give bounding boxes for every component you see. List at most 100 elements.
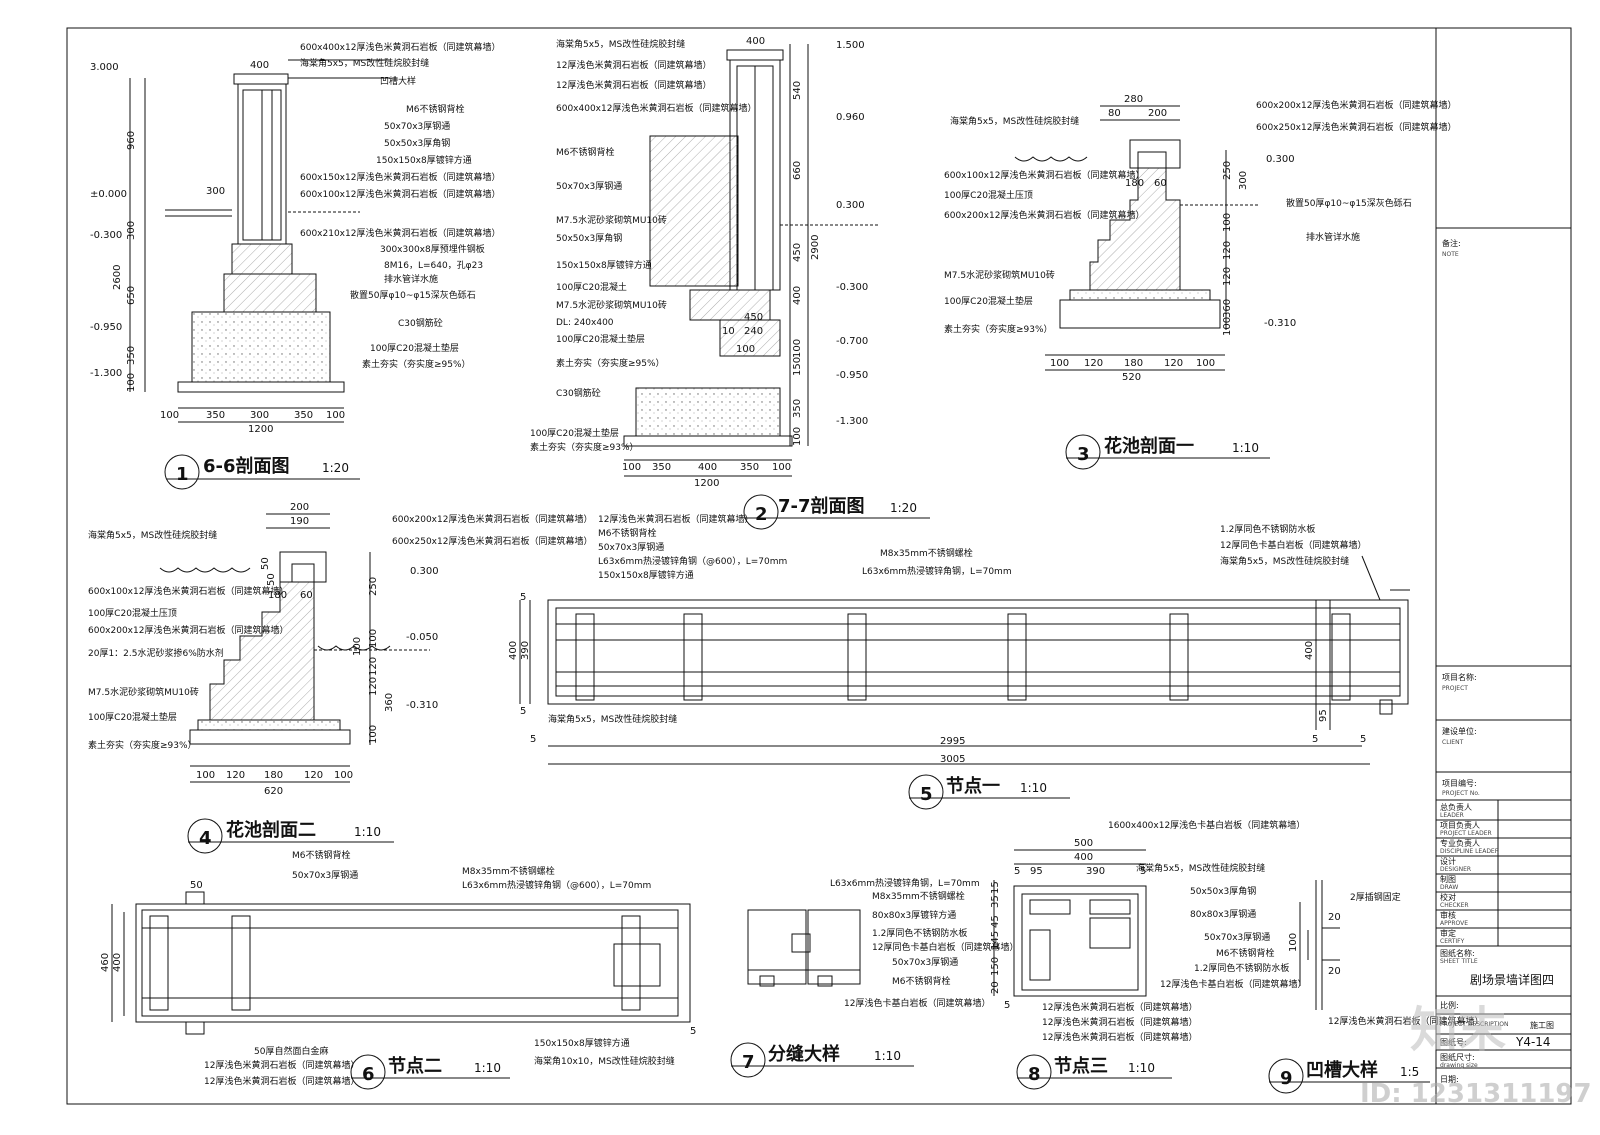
sheet-border: [66, 27, 1572, 1105]
d2-note-4: 600x400x12厚浅色米黄洞石岩板（同建筑幕墙）: [556, 102, 756, 114]
detail-1-title: 1 6-6剖面图 1:20: [164, 454, 360, 490]
d6-vdim-2: 400: [112, 953, 123, 972]
d5-vdim-7: 5: [1312, 734, 1318, 745]
detail-7-joint: [747, 909, 861, 987]
d4-vdim-4: 120: [368, 657, 379, 676]
d8-note-3: 50x50x3厚角钢: [1190, 885, 1256, 897]
d3-vdim-6: 360: [1222, 299, 1233, 318]
d3-level-2: -0.310: [1264, 318, 1296, 329]
tb-projno-label: 项目编号:: [1442, 778, 1477, 788]
d5-note-7: L63x6mm热浸镀锌角钢，L=70mm: [862, 565, 1012, 577]
detail-8-title: 8 节点三 1:10: [1016, 1054, 1172, 1090]
d3-vdim-3: 100: [1222, 213, 1233, 232]
d6-notes: M6不锈钢背栓 50x70x3厚钢通 M8x35mm不锈钢螺栓 L63x6mm热…: [204, 849, 675, 1087]
d6-note-8: 150x150x8厚镀锌方通: [534, 1037, 630, 1049]
d1-note-11: 300x300x8厚预埋件钢板: [380, 243, 485, 255]
d7-note-3: 80x80x3厚镀锌方通: [872, 909, 956, 921]
d5-vdim-3: 5: [520, 592, 526, 603]
d8-vdim-1: 15: [990, 881, 1001, 894]
d1-title: 6-6剖面图: [203, 455, 290, 477]
tb-project-en: PROJECT: [1442, 685, 1468, 692]
d6-vdim-1: 460: [100, 953, 111, 972]
d6-note-3: M8x35mm不锈钢螺栓: [462, 865, 555, 877]
d4-vdim-6: 360: [384, 693, 395, 712]
tb-sheetno-value: Y4-14: [1515, 1035, 1551, 1049]
detail-3-section: [1014, 105, 1260, 371]
tb-role-3-en: DISCIPLINE LEADER: [1440, 848, 1499, 855]
d1-note-14: 散置50厚φ10~φ15深灰色砾石: [350, 289, 476, 301]
d3-note-4: 600x100x12厚浅色米黄洞石岩板（同建筑幕墙）: [944, 169, 1144, 181]
d2-note-9: 150x150x8厚镀锌方通: [556, 259, 652, 271]
d2-level-7: -1.300: [836, 416, 868, 427]
d5-span-2: 3005: [940, 754, 965, 765]
tb-role-1-en: LEADER: [1440, 812, 1464, 819]
tb-role-4-en: DESIGNER: [1440, 866, 1471, 873]
d3-note-3: 600x250x12厚浅色米黄洞石岩板（同建筑幕墙）: [1256, 121, 1456, 133]
d6-note-4: L63x6mm热浸镀锌角钢（@600），L=70mm: [462, 879, 651, 891]
tb-sheetname-en: SHEET TITLE: [1440, 958, 1478, 965]
d8-top-3: 5: [1014, 866, 1020, 877]
d1-note-9: 600x100x12厚浅色米黄洞石岩板（同建筑幕墙）: [300, 188, 500, 200]
d2-vdim-1: 540: [792, 81, 803, 100]
d5-vdim-6: 95: [1318, 709, 1329, 722]
d1-note-12: 8M16，L=640，孔φ23: [384, 260, 483, 271]
d3-note-11: 素土夯实（夯实度≥93%）: [944, 323, 1053, 335]
d8-note-4: 80x80x3厚钢通: [1190, 908, 1256, 920]
tb-role-2: 项目负责人: [1440, 820, 1480, 830]
d2-hdim-5: 100: [772, 462, 791, 473]
d6-top: 50: [190, 880, 203, 891]
tb-scale-label: 比例:: [1440, 1000, 1459, 1010]
d1-note-6: 50x50x3厚角钢: [384, 137, 450, 149]
d8-note-6: M6不锈钢背栓: [1216, 947, 1275, 959]
d7-num: 7: [742, 1052, 755, 1073]
d8-num: 8: [1028, 1064, 1041, 1085]
d3-vdim-5: 120: [1222, 267, 1233, 286]
d2-level-6: -0.950: [836, 370, 868, 381]
d3-top-3: 200: [1148, 108, 1167, 119]
d4-note-2: 600x200x12厚浅色米黄洞石岩板（同建筑幕墙）: [392, 513, 592, 525]
tb-client-en: CLIENT: [1442, 739, 1464, 746]
d8-vdim-6: 20: [990, 981, 1001, 994]
d1-note-1: 600x400x12厚浅色米黄洞石岩板（同建筑幕墙）: [300, 41, 500, 53]
d5-note-6: M8x35mm不锈钢螺栓: [880, 547, 973, 559]
d1-vdim-total: 2600: [112, 265, 123, 290]
d5-vdim-2: 390: [520, 641, 531, 660]
d2-num: 2: [755, 504, 768, 525]
d3-note-1: 海棠角5x5，MS改性硅烷胶封缝: [950, 115, 1079, 127]
d7-note-8: 12厚浅色卡基白岩板（同建筑幕墙）: [844, 997, 990, 1009]
d2-scale: 1:20: [890, 501, 917, 515]
tb-role-6-en: CHECKER: [1440, 902, 1469, 909]
detail-4-title: 4 花池剖面二 1:10: [187, 818, 394, 854]
tb-role-2-en: PROJECT LEADER: [1440, 830, 1492, 837]
d8-notes: 1600x400x12厚浅色卡基白岩板（同建筑幕墙） 海棠角5x5，MS改性硅烷…: [1042, 819, 1306, 1043]
detail-6-plan: [111, 891, 691, 1035]
d6-note-9: 海棠角10x10，MS改性硅烷胶封缝: [534, 1055, 675, 1067]
d6-note-7: 12厚浅色米黄洞石岩板（同建筑幕墙）: [204, 1075, 359, 1087]
d2-hdim-2: 350: [652, 462, 671, 473]
d2-vdim-3: 450: [792, 243, 803, 262]
d8-note-9: 12厚浅色米黄洞石岩板（同建筑幕墙）: [1042, 1001, 1197, 1013]
tb-client-label: 建设单位:: [1442, 726, 1477, 736]
d4-hdim-2: 120: [226, 770, 245, 781]
d5-end-2: 5: [1360, 734, 1366, 745]
d2-note-12: DL: 240x400: [556, 318, 614, 328]
d8-note-2: 海棠角5x5，MS改性硅烷胶封缝: [1136, 862, 1265, 874]
d3-note-5: 100厚C20混凝土压顶: [944, 189, 1033, 201]
d1-vdim-5: 100: [126, 373, 137, 392]
d8-note-5: 50x70x3厚钢通: [1204, 931, 1270, 943]
d8-top-5: 390: [1086, 866, 1105, 877]
d2-vdim-total: 2900: [810, 235, 821, 260]
d9-dim-1: 100: [1288, 933, 1299, 952]
d1-vdim-3: 650: [126, 286, 137, 305]
d3-vdim-7: 100: [1222, 317, 1233, 336]
tb-notes-en: NOTE: [1442, 251, 1459, 258]
tb-role-7: 审核: [1440, 910, 1456, 920]
d6-note-6: 12厚浅色米黄洞石岩板（同建筑幕墙）: [204, 1059, 359, 1071]
d5-note-8: 1.2厚同色不锈钢防水板: [1220, 523, 1315, 535]
tb-role-1: 总负责人: [1440, 802, 1472, 812]
watermark-logo: 知末: [1410, 1002, 1506, 1058]
d5-note-1: 12厚浅色米黄洞石岩板（同建筑幕墙）: [598, 513, 753, 525]
d8-note-1: 1600x400x12厚浅色卡基白岩板（同建筑幕墙）: [1108, 819, 1305, 831]
d4-hdim-4: 120: [304, 770, 323, 781]
d2-note-15: C30钢筋砼: [556, 387, 601, 399]
